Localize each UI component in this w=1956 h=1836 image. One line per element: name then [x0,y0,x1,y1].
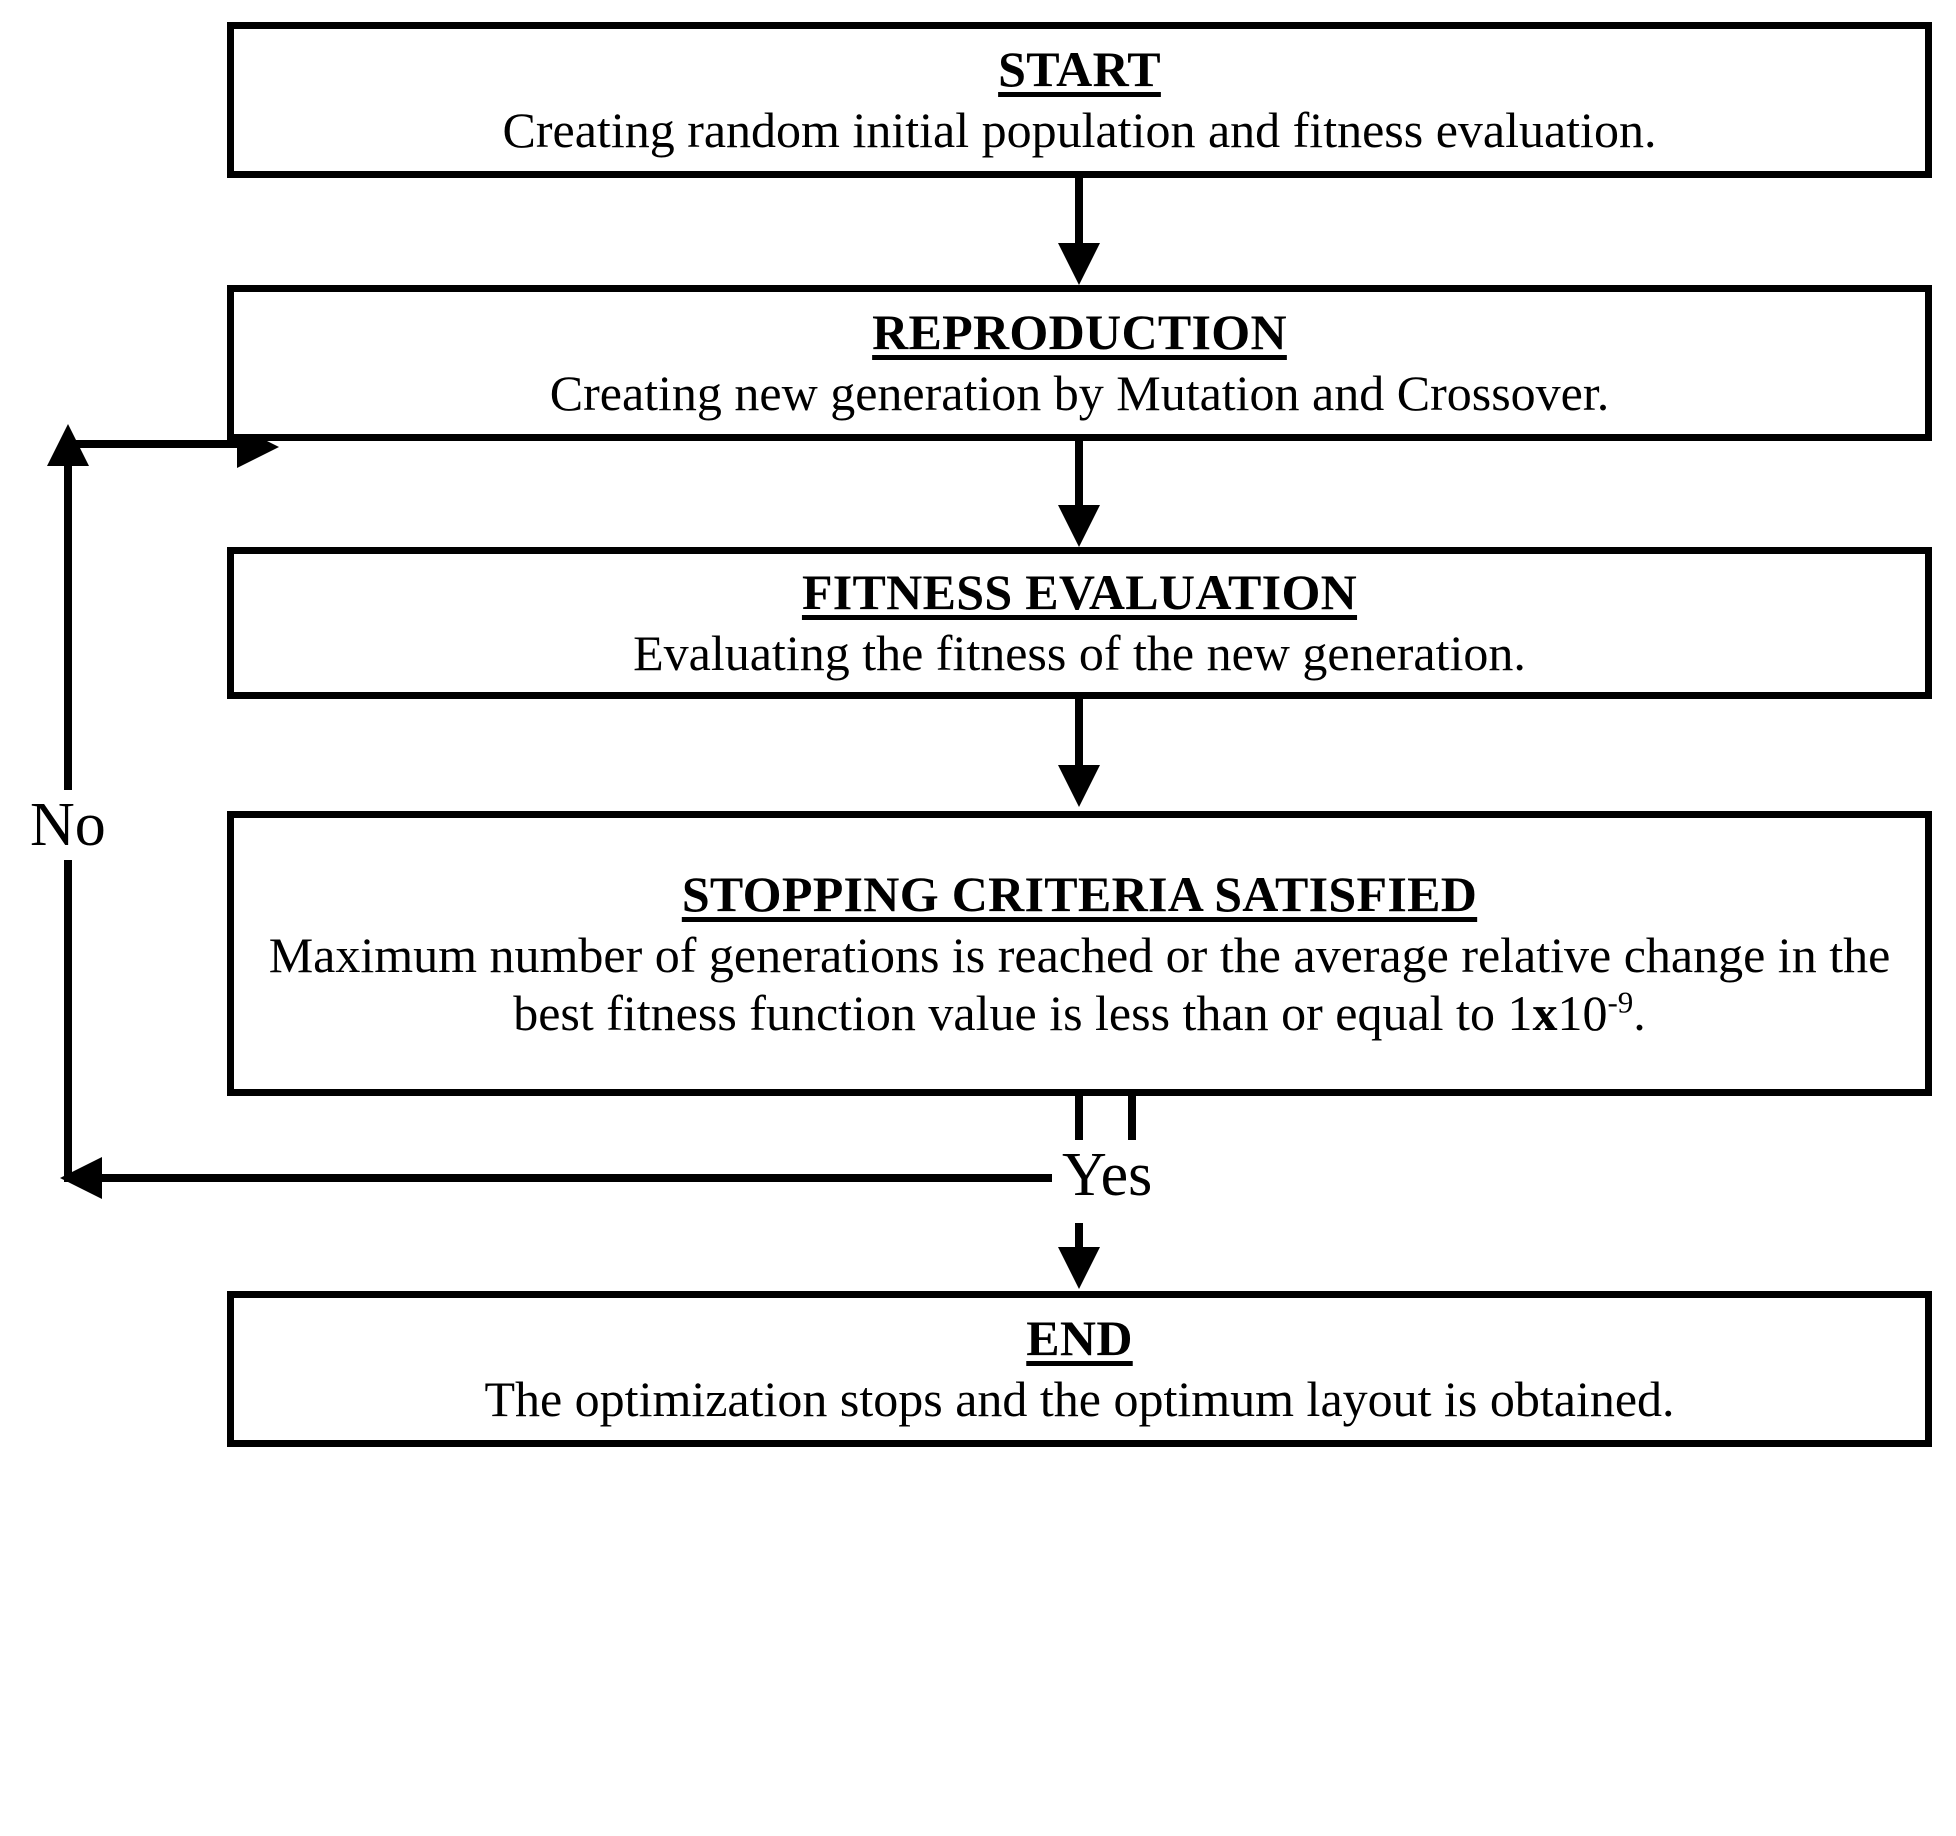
edge-label-no: No [20,790,116,860]
node-start-body: Creating random initial population and f… [502,102,1657,158]
node-stopping-criteria: STOPPING CRITERIA SATISFIED Maximum numb… [227,811,1932,1096]
node-end: END The optimization stops and the optim… [227,1291,1932,1447]
edge-stopping-to-end-line-lower [1075,1223,1083,1253]
stopping-text-part1: Maximum number of generations is reached… [268,926,1891,1041]
arrow-down-icon [1058,505,1100,547]
arrow-up-icon [47,424,89,466]
edge-fitness-to-stopping-line [1075,699,1083,769]
stopping-exponent: -9 [1607,983,1634,1019]
node-reproduction: REPRODUCTION Creating new generation by … [227,285,1932,441]
node-stopping-criteria-body: Maximum number of generations is reached… [234,926,1925,1042]
arrow-down-icon [1058,243,1100,285]
node-fitness-evaluation: FITNESS EVALUATION Evaluating the fitnes… [227,547,1932,699]
node-start: START Creating random initial population… [227,22,1932,178]
node-start-title: START [998,41,1161,97]
node-fitness-evaluation-body: Evaluating the fitness of the new genera… [633,625,1526,681]
node-stopping-criteria-title: STOPPING CRITERIA SATISFIED [681,865,1478,922]
stopping-times-symbol: x [1532,984,1558,1041]
node-reproduction-body: Creating new generation by Mutation and … [549,365,1610,421]
edge-label-yes: Yes [1052,1140,1163,1210]
node-end-title: END [1026,1310,1133,1366]
stopping-text-part3: . [1633,984,1646,1041]
node-reproduction-title: REPRODUCTION [872,304,1287,360]
stopping-text-part2: 10 [1557,984,1608,1041]
arrow-down-icon [1058,765,1100,807]
edge-reproduction-to-fitness-line [1075,441,1083,509]
node-fitness-evaluation-title: FITNESS EVALUATION [801,564,1358,620]
edge-no-loop-bottom [96,1174,1136,1182]
edge-no-loop-stub [1128,1096,1136,1178]
arrow-left-icon [60,1157,102,1199]
node-end-body: The optimization stops and the optimum l… [484,1371,1675,1427]
edge-no-loop-top [64,440,254,448]
edge-stopping-to-end-line-upper [1075,1096,1083,1168]
arrow-down-icon [1058,1247,1100,1289]
edge-start-to-reproduction-line [1075,178,1083,248]
